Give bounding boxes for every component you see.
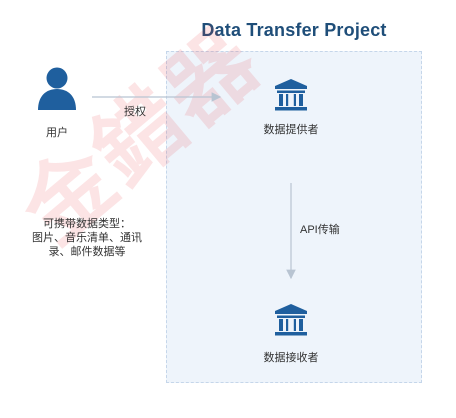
note-line-3: 录、邮件数据等 bbox=[48, 246, 126, 258]
provider-bank-icon bbox=[275, 79, 307, 111]
receiver-bank-icon bbox=[275, 304, 307, 336]
authorize-edge-label: 授权 bbox=[124, 106, 146, 118]
transfer-edge-label: API传输 bbox=[300, 224, 340, 236]
data-types-note: 可携带数据类型： 图片、音乐清单、通讯 录、邮件数据等 bbox=[12, 217, 162, 259]
user-icon bbox=[38, 67, 76, 110]
user-label: 用户 bbox=[46, 127, 68, 139]
note-line-2: 图片、音乐清单、通讯 bbox=[32, 232, 142, 244]
note-line-1: 可携带数据类型： bbox=[43, 218, 131, 230]
receiver-label: 数据接收者 bbox=[263, 352, 319, 364]
provider-label: 数据提供者 bbox=[263, 124, 319, 136]
diagram-title: Data Transfer Project bbox=[201, 20, 387, 40]
